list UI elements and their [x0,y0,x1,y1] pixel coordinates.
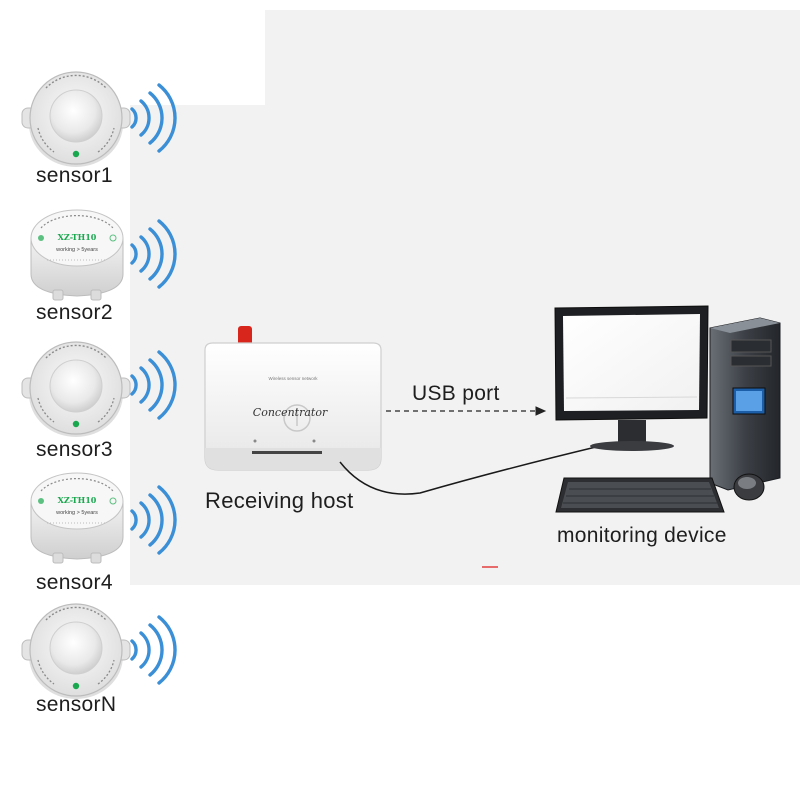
sensor-label-2: sensor2 [36,301,113,324]
sensor-label-n: sensorN [36,693,117,716]
sensor-device-1 [21,71,131,168]
decorative-mark [482,566,498,568]
wifi-signal-icon [130,83,177,153]
svg-text:Wireless sensor network: Wireless sensor network [268,376,318,381]
wifi-signal-icon [130,350,177,420]
usb-port-label: USB port [412,382,500,405]
background-panel [265,10,800,105]
mouse-icon [733,473,765,501]
sensor-label-3: sensor3 [36,438,113,461]
monitoring-device-label: monitoring device [557,524,727,547]
keyboard-icon [555,477,725,513]
concentrator-text: Concentrator [253,406,328,419]
sensor-device-3 [21,341,131,438]
receiving-host-label: Receiving host [205,488,354,513]
sensor-label-1: sensor1 [36,164,113,187]
wifi-signal-icon [130,219,177,289]
wifi-signal-icon [130,615,177,685]
concentrator-device: Wireless sensor network Concentrator [204,326,382,471]
computer-icon [554,305,781,513]
wifi-signal-icon [130,485,177,555]
usb-cable [339,445,601,495]
sensor-device-n [21,603,131,700]
sensor-label-4: sensor4 [36,571,113,594]
sensor-device-2 [30,209,124,301]
sensor-device-4 [30,472,124,564]
